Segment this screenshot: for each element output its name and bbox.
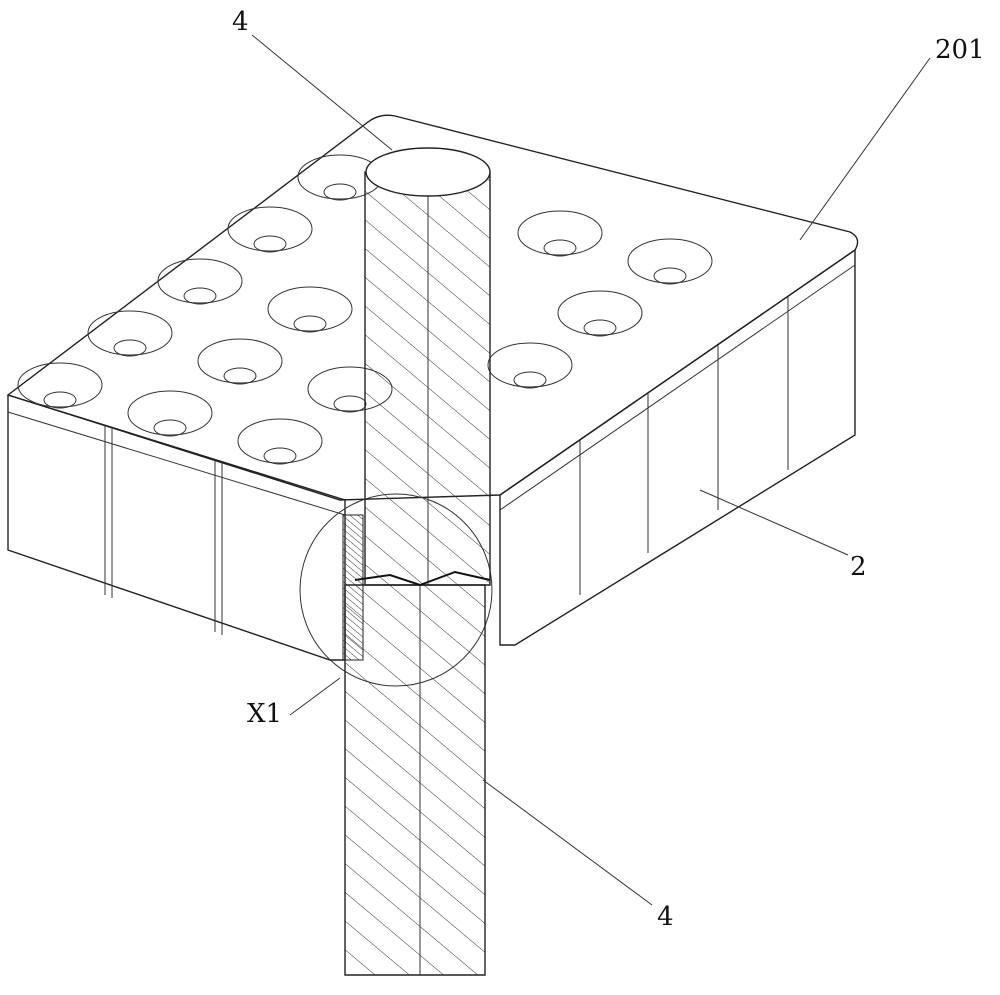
label-cylinder-top: 4 [232,7,249,37]
cell-opening [158,259,242,303]
cell-opening [628,239,712,283]
cell-hole [254,236,286,252]
label-detail-x1: X1 [247,699,282,729]
label-tray-cell: 201 [935,35,985,65]
cell-hole [324,184,356,200]
cell-hole [334,396,366,412]
cell-hole [514,372,546,388]
cell-hole [264,448,296,464]
cylinder-section [343,148,490,975]
cell-opening [558,291,642,335]
cell-hole [294,316,326,332]
cell-opening [518,211,602,255]
cell-hole [654,268,686,284]
cell-opening [198,339,282,383]
cell-opening [488,343,572,387]
label-tray: 2 [850,552,867,582]
cell-opening [128,391,212,435]
cell-hole [584,320,616,336]
cell-opening [88,311,172,355]
cell-opening [18,363,102,407]
cell-hole [114,340,146,356]
cell-hole [44,392,76,408]
cell-hole [154,420,186,436]
cell-opening [228,207,312,251]
cell-opening [238,419,322,463]
cell-hole [184,288,216,304]
cell-hole [544,240,576,256]
label-cylinder-bottom: 4 [657,902,674,932]
cell-hole [224,368,256,384]
cell-opening [268,287,352,331]
